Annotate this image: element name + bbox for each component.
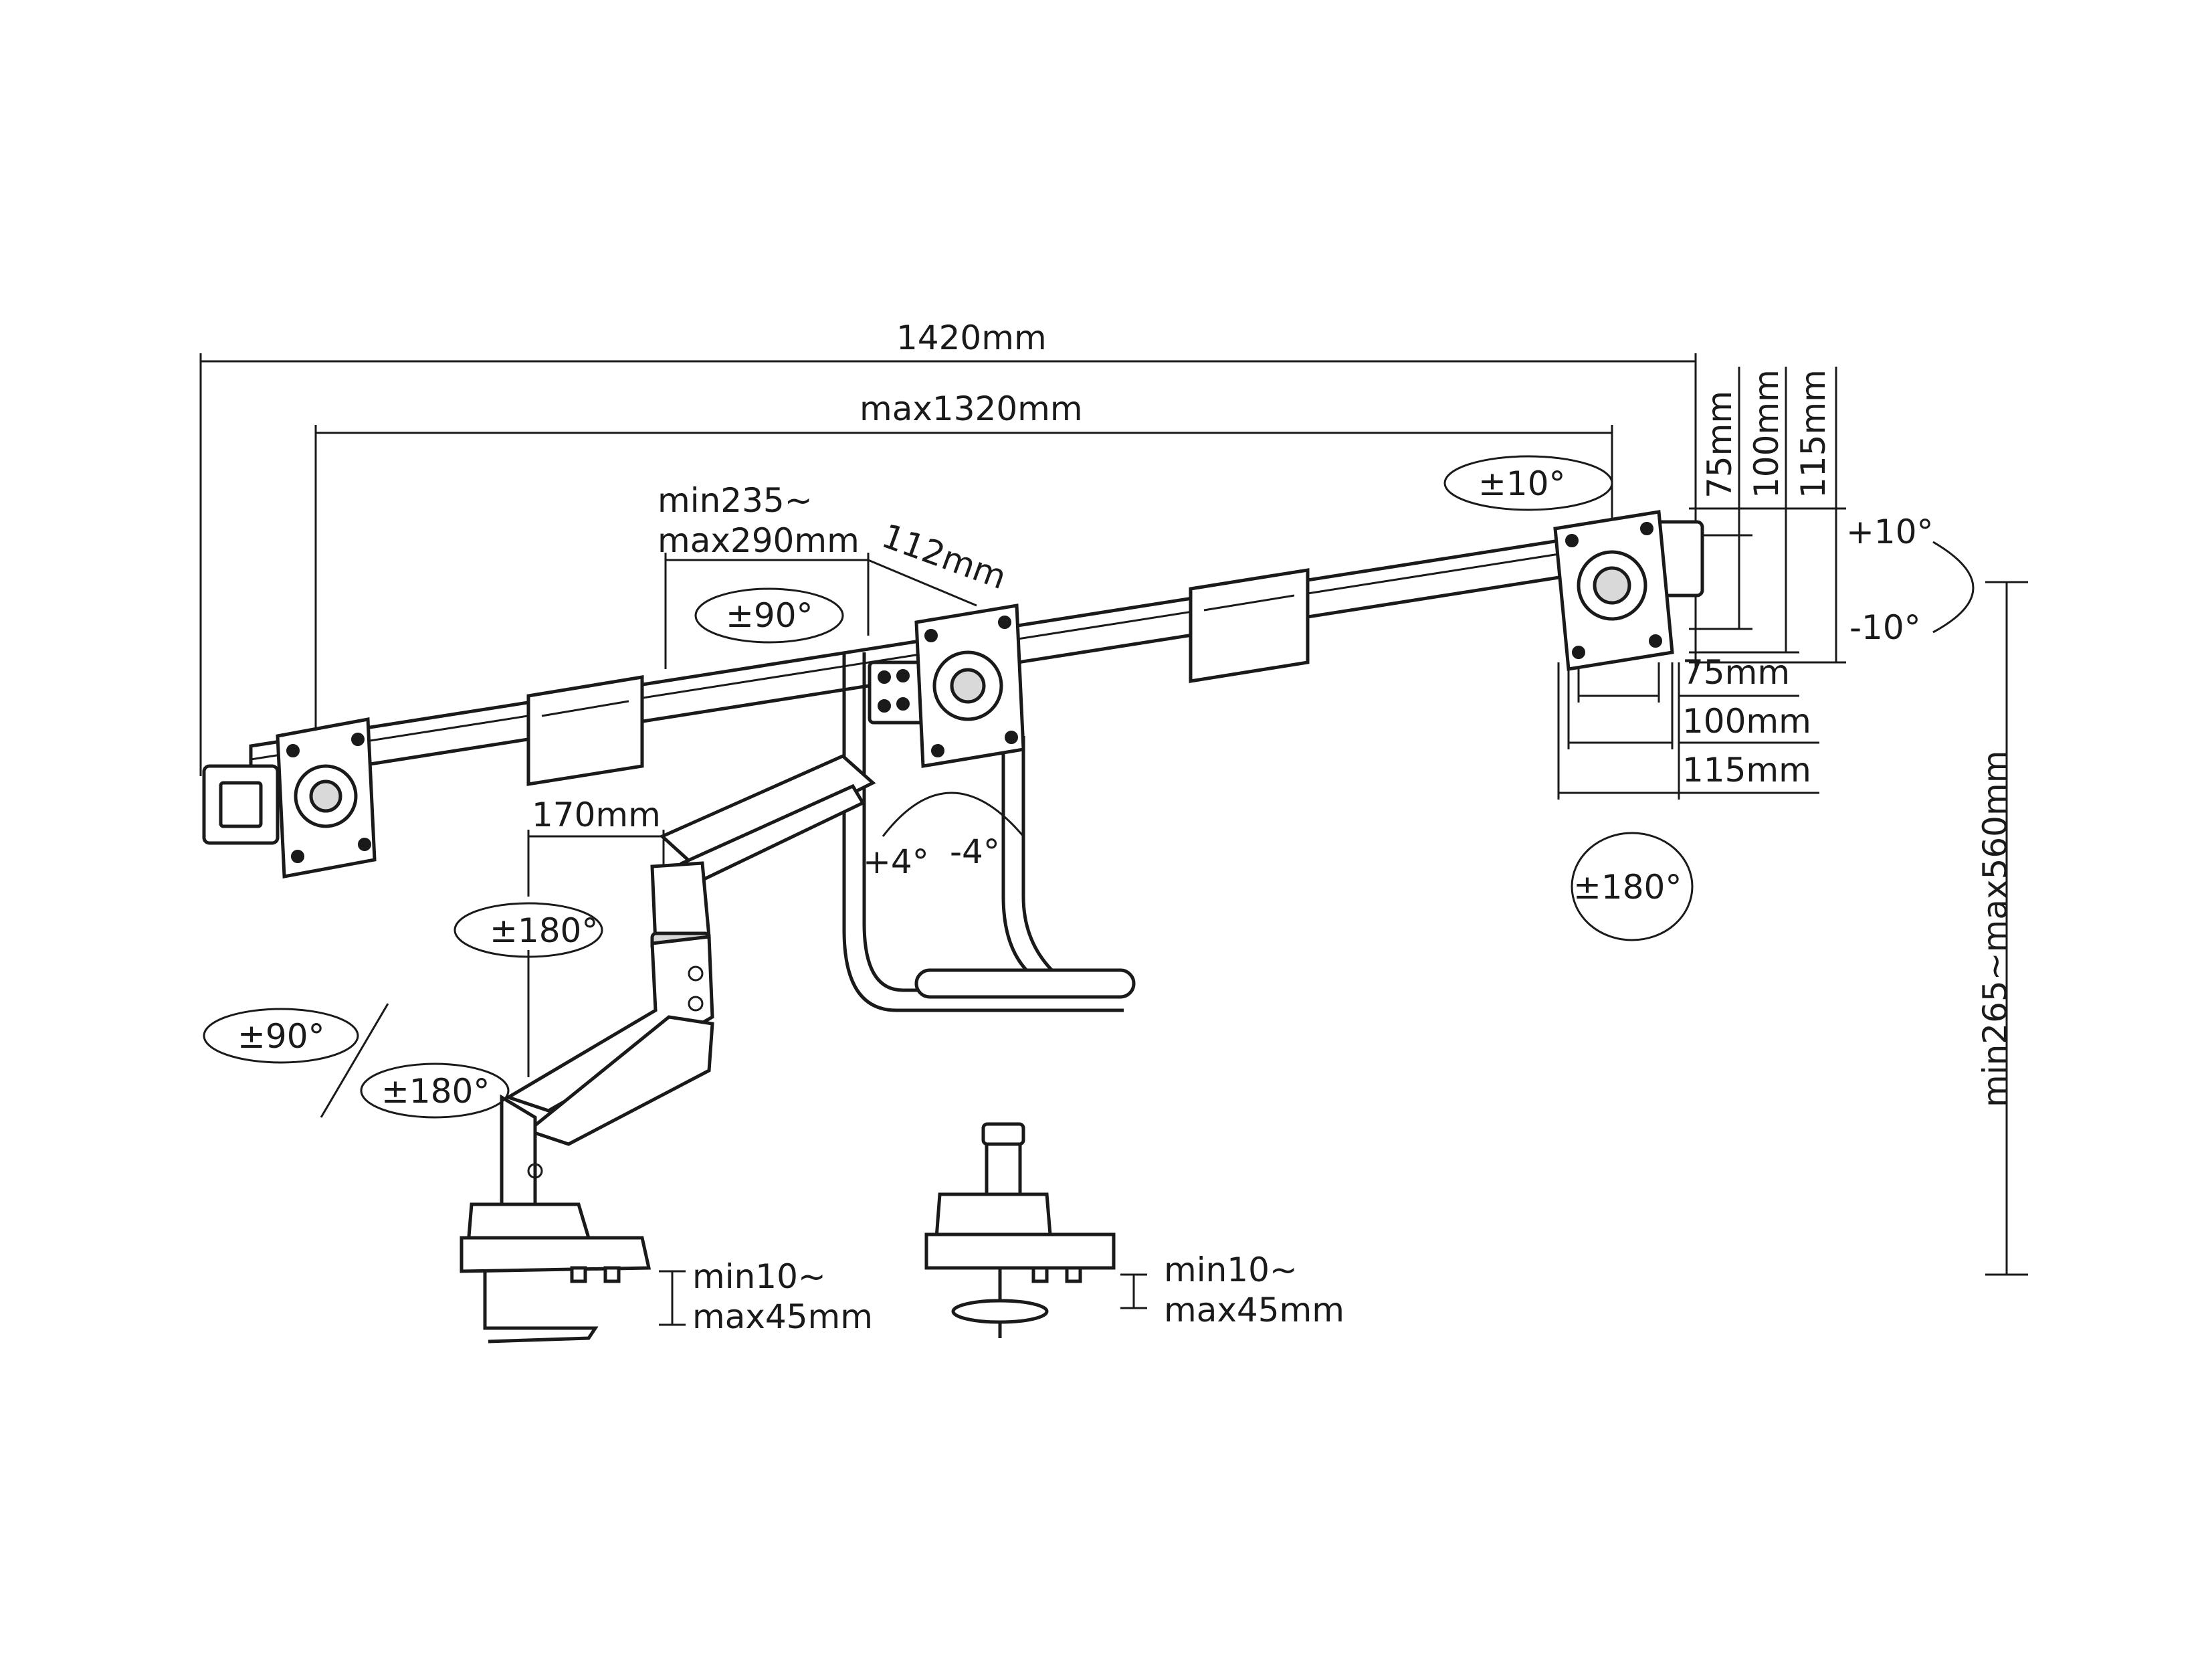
arm-swivel-label: ±180° [490, 911, 598, 950]
arm-length-min-label: min235~ [658, 481, 813, 520]
center-minus-label: -4° [950, 832, 1000, 871]
dimension-arm-length [664, 553, 977, 669]
vesa-plate-left [276, 717, 377, 879]
dimension-vesa-horizontal [1557, 662, 1819, 800]
clamp-a-min-label: min10~ [692, 1257, 826, 1296]
vesa-h115-label: 115mm [1682, 751, 1811, 790]
vesa-v100-label: 100mm [1747, 369, 1786, 498]
center-support-frame [842, 652, 1136, 1012]
rotate-right-label: ±180° [1573, 868, 1682, 907]
vesa-v75-label: 75mm [1700, 391, 1739, 498]
arm-length-max-label: max290mm [658, 521, 860, 560]
clamp-a-max-label: max45mm [692, 1297, 873, 1336]
desk-clamp-b [924, 1122, 1116, 1338]
desk-clamp-a [460, 1202, 651, 1344]
base-rotate-label: ±90° [237, 1017, 325, 1056]
dimension-vesa-vertical [1689, 367, 1846, 664]
center-plus-label: +4° [863, 842, 929, 881]
rotation-arc-group [203, 455, 1975, 1119]
dimension-clamp-a [659, 1270, 686, 1326]
tilt-up-label: +10° [1846, 513, 1934, 551]
crossbar-clamp-right [1189, 568, 1310, 683]
arm-swivel-ellipse [454, 902, 603, 958]
max-width-label: max1320mm [860, 389, 1083, 428]
base-swivel-label: ±180° [381, 1072, 490, 1111]
divider-slash [320, 1003, 389, 1118]
dimension-clamp-b [1120, 1273, 1147, 1309]
tilt-right-label: ±10° [1478, 464, 1566, 503]
arm-reach-label: 170mm [532, 796, 661, 834]
rotate-right-ellipse [1571, 832, 1694, 941]
gas-spring-arm [500, 754, 876, 1206]
crossbar-clamp-left [526, 675, 644, 786]
left-end-handle [202, 764, 280, 845]
swivel-mid-label: ±90° [726, 596, 813, 635]
center-offset-label: 112mm [877, 517, 1011, 597]
center-rotation-arc [882, 792, 1025, 837]
tilt-down-label: -10° [1849, 608, 1921, 647]
clamp-b-max-label: max45mm [1164, 1291, 1344, 1329]
base-rotate-ellipse [203, 1008, 359, 1064]
base-swivel-ellipse [360, 1063, 510, 1119]
vesa-plate-right [1553, 510, 1674, 671]
overall-width-label: 1420mm [896, 318, 1047, 357]
vesa-plate-center [914, 604, 1025, 768]
vesa-h75-label: 75mm [1682, 653, 1790, 692]
tilt-vertical-arc [1932, 541, 1975, 634]
swivel-mid-ellipse [694, 587, 844, 644]
tilt-right-ellipse [1443, 455, 1613, 511]
vesa-v115-label: 115mm [1794, 369, 1833, 498]
clamp-b-min-label: min10~ [1164, 1251, 1298, 1289]
vesa-h100-label: 100mm [1682, 702, 1811, 741]
height-range-label: min265~max560mm [1976, 751, 2015, 1107]
dimension-height [1985, 581, 2028, 1276]
